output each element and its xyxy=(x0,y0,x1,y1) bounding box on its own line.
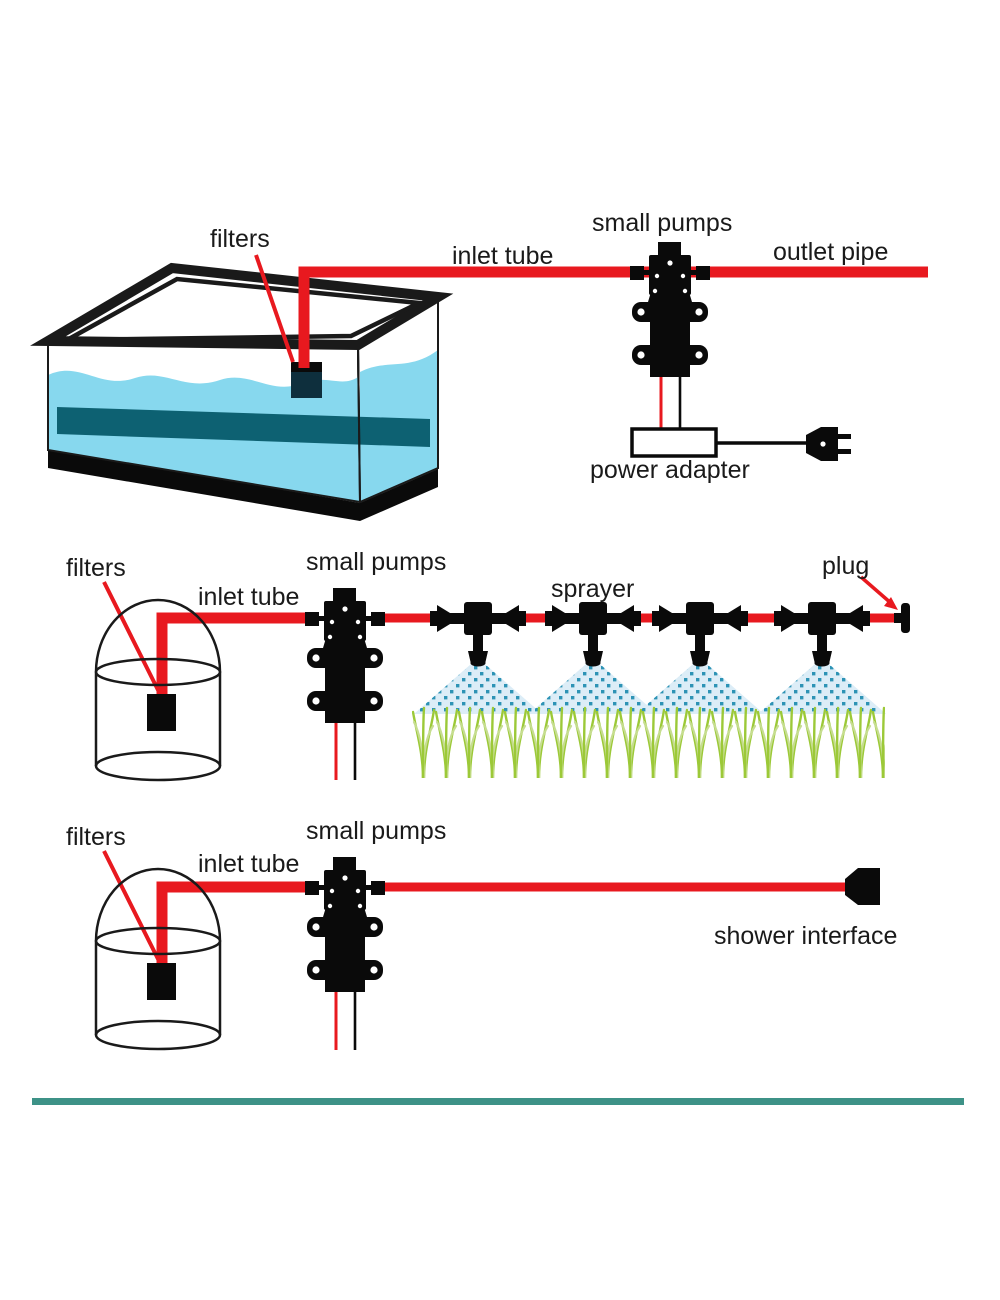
small-pump-icon xyxy=(305,857,385,992)
power-adapter-box xyxy=(630,427,718,458)
collection-jar xyxy=(96,851,312,1049)
shower-scene xyxy=(96,851,880,1050)
tee-sprayer-fittings xyxy=(430,602,870,667)
filters-label: filters xyxy=(66,823,126,851)
shower-interface-connector xyxy=(845,868,880,905)
inlet-tube-label: inlet tube xyxy=(452,242,554,270)
inlet-tube-label: inlet tube xyxy=(198,850,300,878)
power-plug-icon xyxy=(806,427,851,461)
tank-base xyxy=(48,450,438,521)
plug-label: plug xyxy=(822,552,870,580)
filters-pointer-line xyxy=(254,254,295,363)
tube-end-plug-icon xyxy=(894,603,910,633)
divider-line xyxy=(32,1098,964,1105)
small-pumps-label: small pumps xyxy=(592,209,733,237)
inlet-tube-line xyxy=(298,266,928,368)
power-adapter-label: power adapter xyxy=(590,456,750,484)
aquarium-tank xyxy=(30,262,454,521)
plug-pointer-arrow xyxy=(859,575,898,610)
shower-interface-label: shower interface xyxy=(714,922,898,950)
small-pump-icon xyxy=(305,588,385,723)
outlet-pipe-label: outlet pipe xyxy=(773,238,889,266)
small-pumps-label: small pumps xyxy=(306,817,447,845)
small-pump-icon xyxy=(630,242,710,377)
filters-label: filters xyxy=(210,225,270,253)
inlet-tube-label: inlet tube xyxy=(198,583,300,611)
tank-floor-shadow xyxy=(57,407,430,447)
sprayer-scene xyxy=(96,575,910,780)
collection-jar xyxy=(96,582,312,780)
small-pumps-label: small pumps xyxy=(306,548,447,576)
aquarium-scene xyxy=(30,242,928,521)
grass xyxy=(412,700,885,778)
filters-label: filters xyxy=(66,554,126,582)
sprayer-label: sprayer xyxy=(551,575,635,603)
